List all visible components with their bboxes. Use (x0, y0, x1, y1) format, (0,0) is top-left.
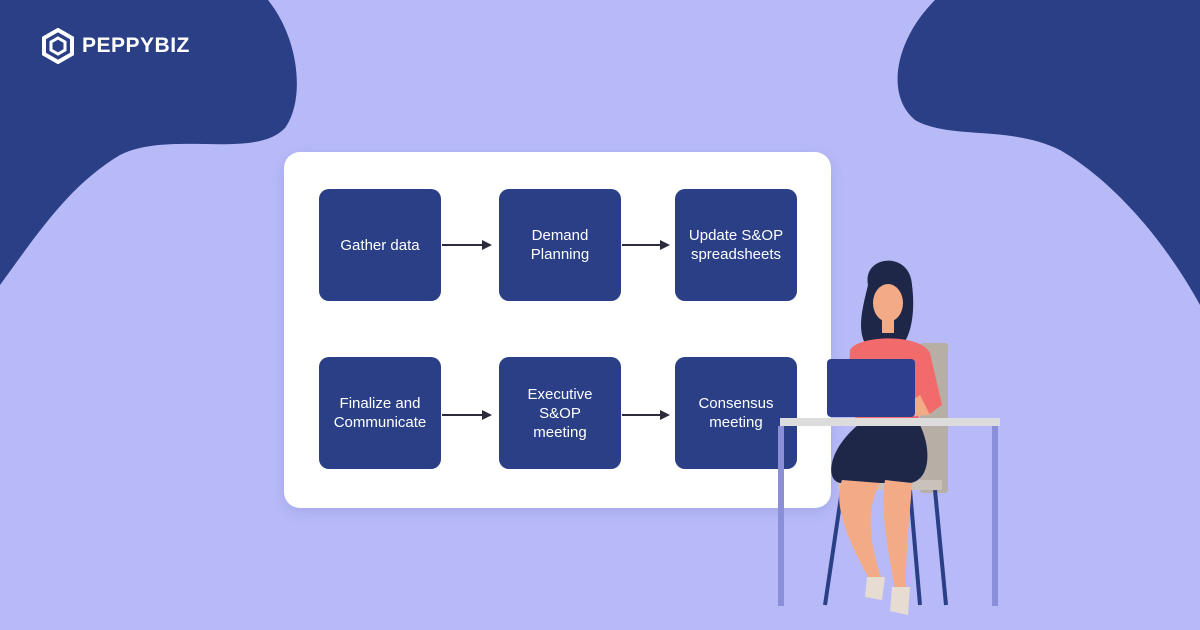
desk-top (780, 418, 1000, 426)
step-consensus-meeting: Consensus meeting (675, 357, 797, 469)
desk-leg-left (778, 426, 784, 606)
arrow-finalize-to-executive (442, 409, 492, 421)
step-gather-data: Gather data (319, 189, 441, 301)
arrow-executive-to-consensus (622, 409, 670, 421)
right-blob-shape (897, 0, 1200, 305)
woman-at-laptop-illustration (778, 260, 1000, 615)
face (873, 284, 903, 322)
hexagon-logo-icon (42, 28, 74, 64)
arrow-demand-to-update (622, 239, 670, 251)
brand-logo[interactable]: PEPPYBIZ (40, 28, 190, 64)
brand-name: PEPPYBIZ (82, 34, 190, 57)
step-update-spreadsheets: Update S&OP spreadsheets (675, 189, 797, 301)
left-blob-shape (0, 0, 297, 285)
step-demand-planning: Demand Planning (499, 189, 621, 301)
leg-left (839, 480, 882, 580)
flowchart-card: Gather data Demand Planning Update S&OP … (284, 152, 831, 508)
laptop-icon (827, 359, 915, 417)
arrow-gather-to-demand (442, 239, 492, 251)
skirt (831, 425, 928, 483)
step-finalize-communicate: Finalize and Communicate (319, 357, 441, 469)
leg-right (883, 480, 912, 590)
desk-leg-right (992, 426, 998, 606)
step-executive-meeting: Executive S&OP meeting (499, 357, 621, 469)
